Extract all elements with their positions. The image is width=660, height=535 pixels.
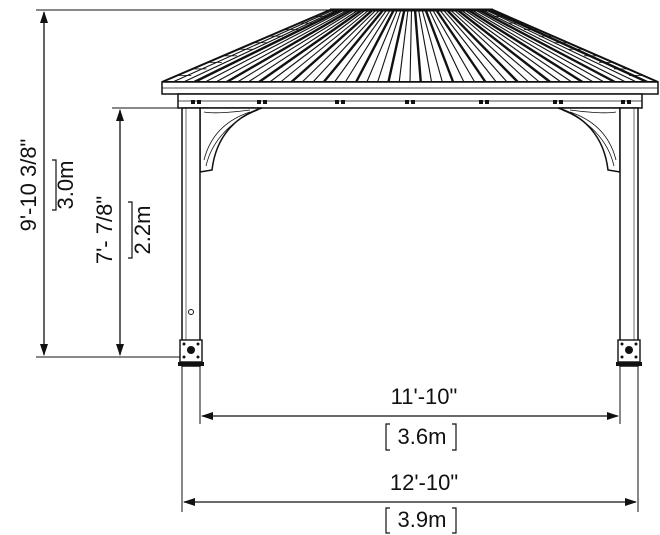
roof-panel-line	[193, 8, 342, 84]
roof-panel-line	[237, 9, 356, 83]
roof-panel-line	[421, 9, 443, 83]
beam-bolt	[191, 100, 195, 104]
roof-panel-line	[464, 9, 573, 83]
outer-width-dimension: 12'-10" 3.9m	[181, 366, 639, 534]
roof-panel-line	[460, 9, 562, 83]
beam-bolt	[627, 100, 631, 104]
roof-panel-line	[428, 9, 465, 83]
roof-panel-line	[432, 9, 476, 83]
roof-panel-line	[269, 9, 366, 83]
overall-height-dimension: 9'-10 3/8" 3.0m	[16, 9, 330, 358]
beam-bolt	[485, 100, 489, 104]
roof-panel-line	[215, 9, 348, 83]
roof-panel-line	[355, 9, 395, 83]
outer-width-imperial: 12'-10"	[390, 470, 458, 495]
clear-height-imperial: 7'- 7/8"	[92, 196, 117, 264]
right-post	[619, 107, 639, 367]
beam-bolts	[191, 100, 631, 104]
roof-panel-line	[334, 9, 388, 83]
roof-panel-line	[424, 9, 455, 83]
roof-panel-line	[409, 9, 413, 83]
roof-panel-line	[467, 8, 584, 84]
beam-bolt	[621, 100, 625, 104]
inner-width-metric: 3.6m	[398, 424, 447, 449]
roof-panel-line	[247, 9, 359, 83]
beam-bolt	[263, 100, 267, 104]
roof-panel-line	[312, 9, 381, 83]
roof-panel-line	[471, 9, 594, 83]
roof-panel-line	[387, 9, 406, 83]
roof-panel-line	[172, 9, 334, 83]
beam-bolt	[405, 100, 409, 104]
roof-panel-line	[418, 9, 433, 83]
overall-height-metric: 3.0m	[53, 161, 78, 210]
roof-panel-line	[435, 9, 487, 83]
right-post-base	[616, 339, 642, 366]
beam-bolt	[257, 100, 261, 104]
roof-panel-lines	[172, 8, 648, 84]
roof-panel-line	[453, 9, 540, 83]
roof-panel-line	[322, 9, 385, 83]
overall-height-imperial: 9'-10 3/8"	[16, 139, 41, 232]
left-post-base	[178, 339, 204, 366]
roof-panel-line	[446, 9, 519, 83]
roof-panel-line	[366, 9, 398, 83]
beam-bolt	[411, 100, 415, 104]
roof-panel-line	[280, 9, 370, 83]
roof-panel-line	[488, 8, 648, 84]
roof	[161, 8, 659, 95]
beam-bolt	[197, 100, 201, 104]
header-beam	[177, 93, 643, 109]
right-corner-bracket	[557, 107, 621, 173]
roof-panel-line	[442, 9, 508, 83]
roof-panel-line	[439, 9, 497, 83]
roof-panel-line	[226, 8, 352, 84]
roof-panel-line	[204, 9, 345, 83]
outer-width-metric: 3.9m	[398, 507, 447, 532]
left-corner-bracket	[199, 107, 263, 173]
beam-bolt	[553, 100, 557, 104]
beam-bolt	[559, 100, 563, 104]
roof-panel-line	[258, 9, 363, 83]
beam-bolt	[335, 100, 339, 104]
roof-panel-line	[475, 9, 605, 83]
roof-panel-line	[301, 9, 377, 83]
inner-width-dimension: 11'-10" 3.6m	[199, 366, 621, 451]
roof-panel-line	[377, 9, 402, 83]
beam-bolt	[341, 100, 345, 104]
roof-panel-line	[485, 9, 637, 83]
roof-panel-line	[456, 9, 551, 83]
beam-bolt	[479, 100, 483, 104]
roof-panel-line	[478, 8, 616, 84]
roof-panel-line	[450, 9, 529, 83]
roof-panel-line	[413, 9, 422, 83]
roof-panel-line	[398, 9, 409, 83]
inner-width-imperial: 11'-10"	[391, 384, 458, 409]
clear-height-metric: 2.2m	[130, 206, 155, 255]
roof-panel-line	[482, 9, 626, 83]
roof-panel-line	[344, 9, 391, 83]
roof-panel-line	[290, 9, 374, 83]
left-post	[181, 107, 201, 367]
clear-height-dimension: 7'- 7/8" 2.2m	[92, 107, 182, 356]
roof-panel-line	[183, 9, 338, 83]
